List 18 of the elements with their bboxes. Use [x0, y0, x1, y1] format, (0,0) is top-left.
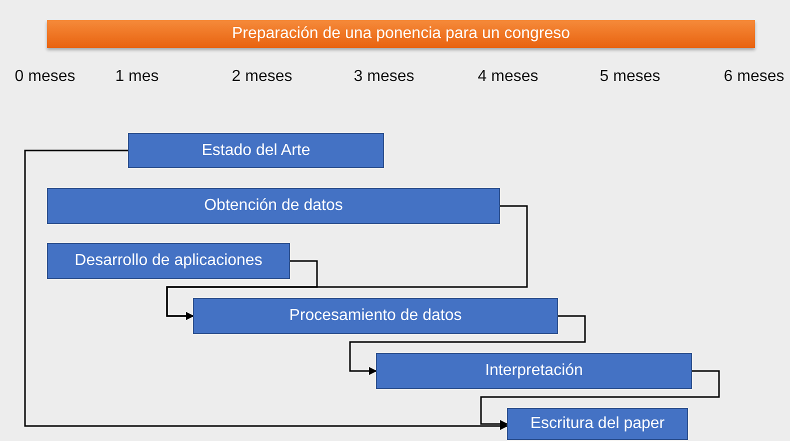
month-label: 3 meses: [354, 68, 414, 86]
task-bar: Estado del Arte: [128, 133, 384, 168]
task-bar: Obtención de datos: [47, 188, 500, 224]
month-label: 5 meses: [600, 68, 660, 86]
task-bar: Escritura del paper: [507, 408, 688, 440]
dependency-arrow: [349, 315, 586, 375]
month-label: 2 meses: [232, 68, 292, 86]
title-banner: Preparación de una ponencia para un congreso: [47, 20, 755, 48]
dependency-arrow: [166, 260, 318, 320]
task-bar: Procesamiento de datos: [193, 298, 558, 334]
dependency-arrow: [24, 150, 508, 430]
month-label: 4 meses: [478, 68, 538, 86]
dependency-arrow: [480, 370, 720, 428]
task-bar: Interpretación: [376, 353, 692, 389]
task-bar: Desarrollo de aplicaciones: [47, 243, 290, 279]
month-label: 0 meses: [14, 68, 76, 86]
month-label: 6 meses: [724, 68, 784, 86]
month-label: 1 mes: [115, 68, 159, 86]
